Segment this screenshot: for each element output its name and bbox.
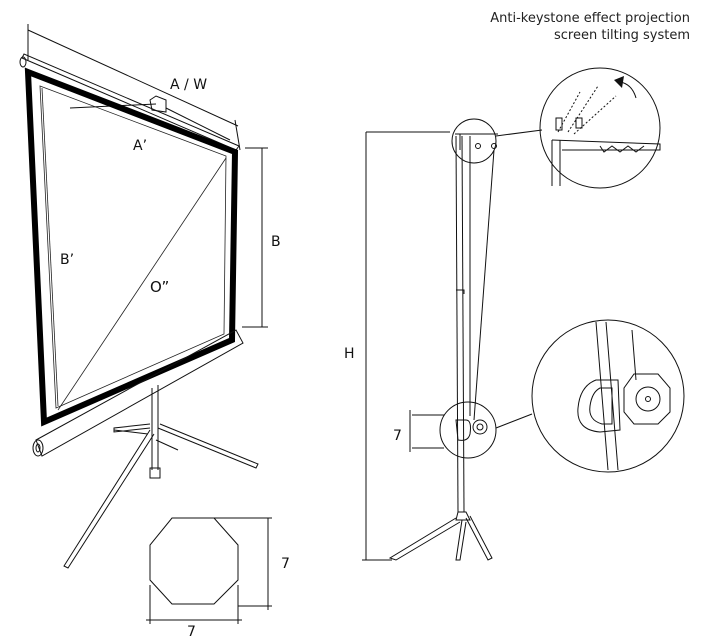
side-tube-end bbox=[472, 419, 488, 435]
side-bracket bbox=[455, 419, 471, 441]
side-pole-right bbox=[461, 135, 465, 513]
height-label: B bbox=[271, 234, 281, 250]
bracket-height-label: 7 bbox=[393, 428, 402, 444]
top-hook bbox=[149, 95, 167, 113]
screen-frame bbox=[24, 67, 239, 427]
detail-clamp bbox=[577, 379, 621, 433]
diagonal-line bbox=[57, 157, 227, 411]
detail-pole-left bbox=[595, 321, 609, 471]
tube-profile bbox=[146, 517, 272, 624]
octagon-profile bbox=[149, 517, 239, 605]
side-view bbox=[362, 131, 498, 561]
bottom-tube-cap-inner bbox=[35, 443, 41, 453]
width-dimension-tick-right bbox=[234, 119, 241, 151]
detail-tube-ring bbox=[635, 386, 661, 412]
side-pole-clip bbox=[456, 289, 465, 294]
tripod-leg-right bbox=[157, 423, 259, 469]
side-pole-left bbox=[455, 135, 459, 513]
side-tripod-leg-left bbox=[388, 517, 461, 561]
bottom-tube-cap bbox=[32, 439, 44, 457]
width-label: A / W bbox=[170, 77, 207, 93]
top-detail-leader bbox=[495, 129, 543, 137]
detail-hook-2 bbox=[575, 117, 583, 129]
side-tube-end-inner bbox=[476, 423, 484, 431]
detail-screen-line bbox=[631, 329, 637, 381]
top-bracket-hole-2 bbox=[491, 143, 497, 149]
diagonal-label: O” bbox=[150, 278, 169, 296]
screen-viewing-area bbox=[39, 85, 227, 409]
diagram-title: Anti-keystone effect projection screen t… bbox=[490, 10, 690, 44]
profile-width-label: 7 bbox=[187, 624, 196, 639]
detail-notches bbox=[599, 145, 645, 153]
title-line-2: screen tilting system bbox=[554, 28, 690, 43]
bottom-detail-circle bbox=[531, 319, 685, 473]
top-bar-cap bbox=[19, 56, 27, 68]
inner-width-label: A’ bbox=[133, 138, 147, 154]
tripod-leg-front bbox=[63, 429, 155, 569]
detail-tube-center bbox=[645, 396, 651, 402]
hook-string-right bbox=[165, 107, 231, 141]
bottom-detail-marker bbox=[439, 401, 497, 459]
profile-height-label: 7 bbox=[281, 556, 290, 572]
detail-tilt-positions bbox=[557, 85, 617, 135]
tripod-foot-joint bbox=[149, 467, 161, 479]
top-detail-marker bbox=[451, 118, 497, 164]
detail-tube-octagon bbox=[623, 373, 671, 425]
detail-clamp-inner bbox=[589, 387, 613, 425]
bottom-detail-callout bbox=[439, 319, 685, 473]
detail-rail bbox=[551, 139, 661, 151]
screen-top-bar bbox=[21, 53, 240, 151]
total-height-label: H bbox=[344, 346, 355, 362]
inner-height-line bbox=[41, 87, 59, 407]
tilt-arrow-head bbox=[614, 76, 624, 88]
bottom-detail-leader bbox=[495, 413, 533, 429]
width-dimension-line bbox=[27, 29, 239, 127]
side-tripod-joint bbox=[455, 511, 471, 521]
top-detail-callout bbox=[451, 67, 661, 189]
tripod-brace bbox=[113, 429, 179, 451]
inner-height-label: B’ bbox=[60, 252, 74, 268]
screen-assembly bbox=[19, 24, 268, 569]
top-bracket-hole-1 bbox=[475, 143, 481, 149]
side-tripod-leg-middle bbox=[455, 519, 467, 561]
side-tripod-leg-right bbox=[465, 515, 493, 561]
side-screen-line bbox=[473, 149, 495, 421]
detail-hook-1 bbox=[555, 117, 563, 131]
title-line-1: Anti-keystone effect projection bbox=[490, 11, 690, 26]
top-detail-circle bbox=[539, 67, 661, 189]
